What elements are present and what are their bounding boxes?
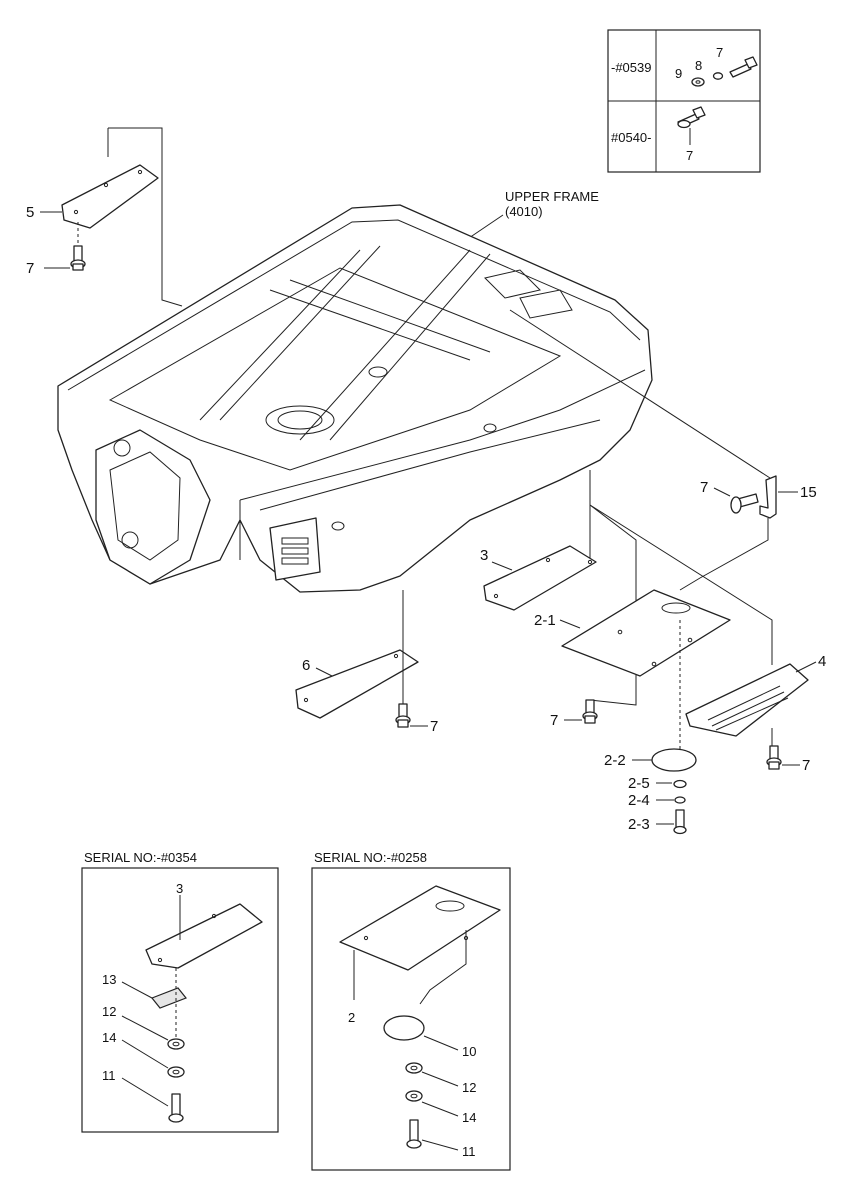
cover-3	[483, 545, 597, 611]
washer-2-4	[674, 796, 686, 804]
bolt-7-d	[582, 699, 598, 724]
serial-part-8: 8	[695, 58, 702, 73]
serial-part-7b: 7	[686, 148, 693, 163]
cover-plate-2-2	[651, 748, 697, 772]
inset-serial-0354: SERIAL NO:-#0354 3 13 12 14	[81, 850, 279, 1133]
inset-left-bolt-11	[168, 1093, 184, 1123]
callout-2-5: 2-5	[628, 775, 650, 792]
serial-row1-label: -#0539	[611, 60, 651, 75]
upper-frame	[57, 204, 653, 593]
inset-right-washer-12	[405, 1062, 423, 1074]
washer-9	[691, 77, 705, 87]
bolt-7-a	[70, 245, 86, 271]
serial-part-9: 9	[675, 66, 682, 81]
bolt-7-row1	[729, 56, 758, 78]
inset-left-cover-3	[145, 903, 263, 969]
callout-2-1: 2-1	[534, 612, 556, 629]
callout-7-d: 7	[550, 712, 558, 729]
inset-left-callout-3: 3	[176, 881, 183, 896]
bolt-7-b	[730, 493, 759, 514]
inset-right-plate-2	[339, 885, 501, 971]
serial-row2-label: #0540-	[611, 130, 651, 145]
inset-left-callout-12: 12	[102, 1004, 116, 1019]
callout-7-e: 7	[802, 757, 810, 774]
inset-left-callout-13: 13	[102, 972, 116, 987]
cover-6	[295, 649, 419, 719]
callout-6: 6	[302, 657, 310, 674]
washer-8	[712, 72, 724, 80]
inset-left-callout-14: 14	[102, 1030, 116, 1045]
upper-frame-number: (4010)	[505, 204, 543, 219]
inset-right-cover-10	[383, 1015, 425, 1041]
bracket-15	[759, 475, 777, 519]
bolt-7-e	[766, 745, 782, 770]
bolt-7-c	[395, 703, 411, 728]
serial-part-7a: 7	[716, 45, 723, 60]
upper-frame-label: UPPER FRAME	[505, 189, 599, 204]
inset-left-washer-14	[167, 1066, 185, 1078]
inset-right-washer-14	[405, 1090, 423, 1102]
callout-15: 15	[800, 484, 817, 501]
callout-7-c: 7	[430, 718, 438, 735]
inset-serial-0258: SERIAL NO:-#0258 2 10 12 14	[311, 850, 511, 1171]
inset-right-title: SERIAL NO:-#0258	[314, 850, 427, 865]
callout-2-4: 2-4	[628, 792, 650, 809]
callout-7-a: 7	[26, 260, 34, 277]
bolt-2-3	[673, 809, 687, 835]
inset-right-bolt-11	[406, 1119, 422, 1149]
callout-5: 5	[26, 204, 34, 221]
inset-right-callout-10: 10	[462, 1044, 476, 1059]
inset-left-title: SERIAL NO:-#0354	[84, 850, 197, 865]
inset-left-washer-12	[167, 1038, 185, 1050]
callout-2-2: 2-2	[604, 752, 626, 769]
callout-4: 4	[818, 653, 826, 670]
cover-5	[61, 164, 159, 229]
callout-2-3: 2-3	[628, 816, 650, 833]
bolt-7-row2	[677, 106, 706, 129]
bracket-13	[151, 987, 187, 1009]
callout-3: 3	[480, 547, 488, 564]
inset-right-callout-2: 2	[348, 1010, 355, 1025]
inset-left-callout-11: 11	[102, 1068, 116, 1083]
callout-7-b: 7	[700, 479, 708, 496]
inset-right-callout-14: 14	[462, 1110, 476, 1125]
inset-right-callout-11: 11	[462, 1144, 476, 1159]
plate-4	[685, 663, 809, 737]
washer-2-5	[673, 779, 687, 789]
plate-2-1	[561, 589, 731, 677]
inset-right-callout-12: 12	[462, 1080, 476, 1095]
serial-table: -#0539 #0540- 9 8 7 7	[607, 29, 761, 173]
